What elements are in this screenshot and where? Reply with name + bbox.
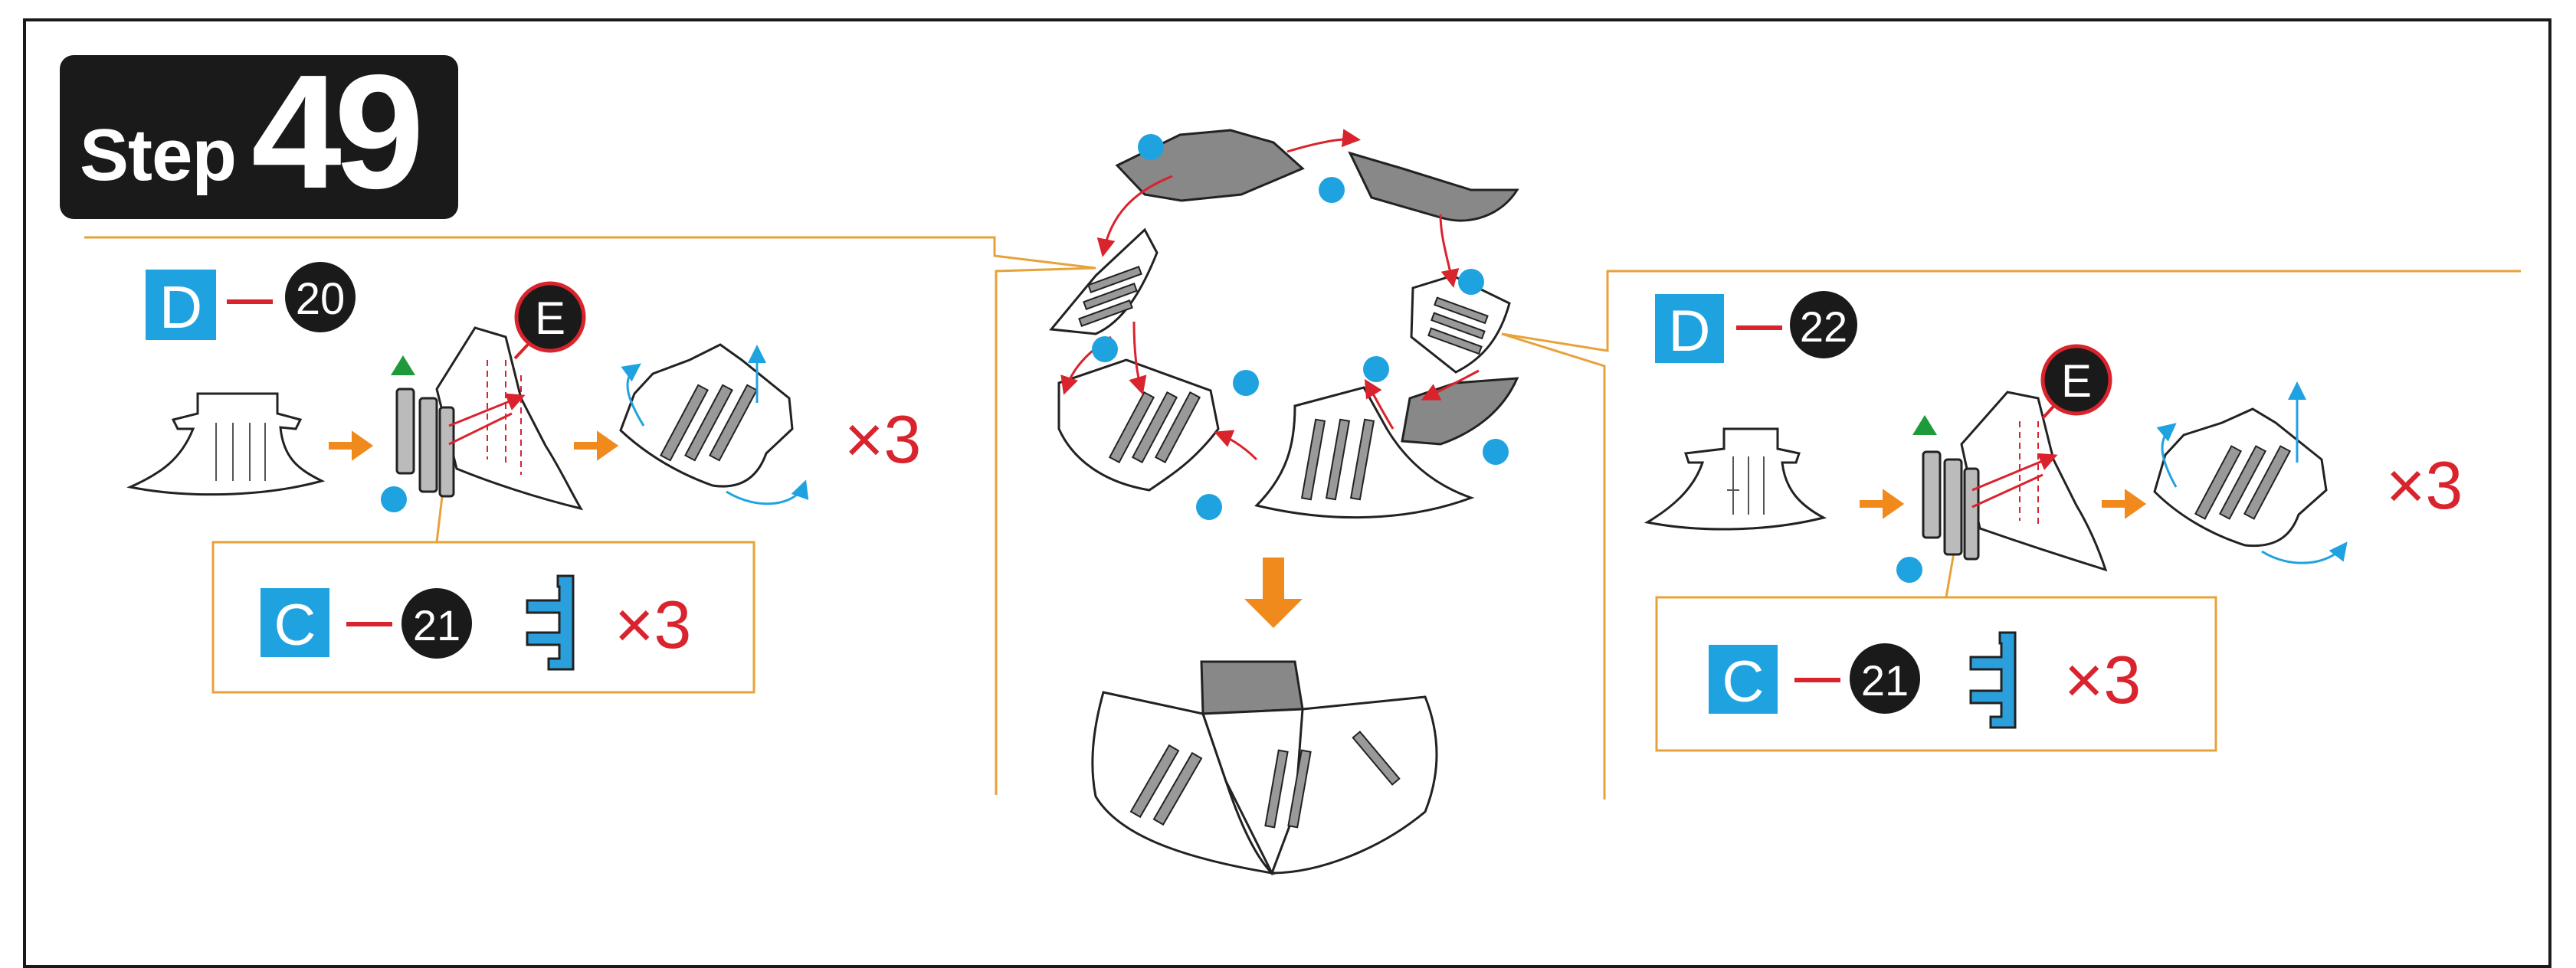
clip-part-circle [1850,643,1920,714]
part-circle [1790,291,1857,358]
clip-icon [1969,631,2017,729]
green-triangle-icon [391,355,415,375]
orange-arrow-icon [329,430,374,461]
sheet-label: D [1669,299,1711,364]
fold-arrow-icon [2156,423,2178,488]
part-circle [285,262,356,332]
target-e-circle [2040,344,2112,416]
blue-dot-icon [381,486,407,512]
fold-arrow-icon [621,363,645,427]
blue-dot-icon [1896,557,1922,583]
flat-part [126,392,326,496]
clip-multiplier: ×3 [2064,642,2141,718]
part-being-attached [1960,391,2108,572]
fold-arrow-icon [2261,541,2348,564]
sheet-box-c [1709,645,1778,714]
leader-lines [84,236,2521,800]
blue-dot-icon [1092,134,1509,520]
clip-icon [526,574,575,671]
target-label: E [2061,355,2092,407]
sheet-label: D [159,273,202,341]
orange-arrow-icon [2102,489,2147,519]
orange-arrow-icon [1860,489,1905,519]
sheet-box-d [146,270,216,340]
step-word: Step [80,114,237,196]
orange-arrow-icon [574,430,619,461]
part-being-attached [435,326,584,511]
clip-part-number: 21 [413,601,460,649]
target-e-circle [514,281,586,353]
green-triangle-icon [1912,415,1937,435]
clip-part-number: 21 [1861,656,1909,705]
assembly-diagram: D 20 E [84,129,2521,876]
right-panel: D 22 E [1644,291,2463,729]
step-badge: Step 49 [60,41,458,222]
multiplier: ×3 [2386,447,2463,523]
orange-arrow-icon [1244,558,1303,628]
sheet-box-d [1655,294,1724,363]
step-number: 49 [251,41,424,222]
multiplier: ×3 [844,401,921,477]
flat-part [1644,427,1827,531]
left-clip-box [211,541,755,694]
target-label: E [535,293,565,344]
clip-multiplier: ×3 [615,587,691,662]
center-ring [1049,129,1519,876]
sheet-box-c [261,588,329,657]
clip-sheet-label: C [274,593,316,658]
clip-part-circle [401,588,472,659]
right-clip-box [1655,596,2217,752]
left-panel: D 20 E [126,262,921,671]
part-number: 20 [296,274,346,324]
clip-sheet-label: C [1722,649,1765,715]
part-number: 22 [1800,302,1847,351]
fold-arrow-icon [726,479,809,505]
